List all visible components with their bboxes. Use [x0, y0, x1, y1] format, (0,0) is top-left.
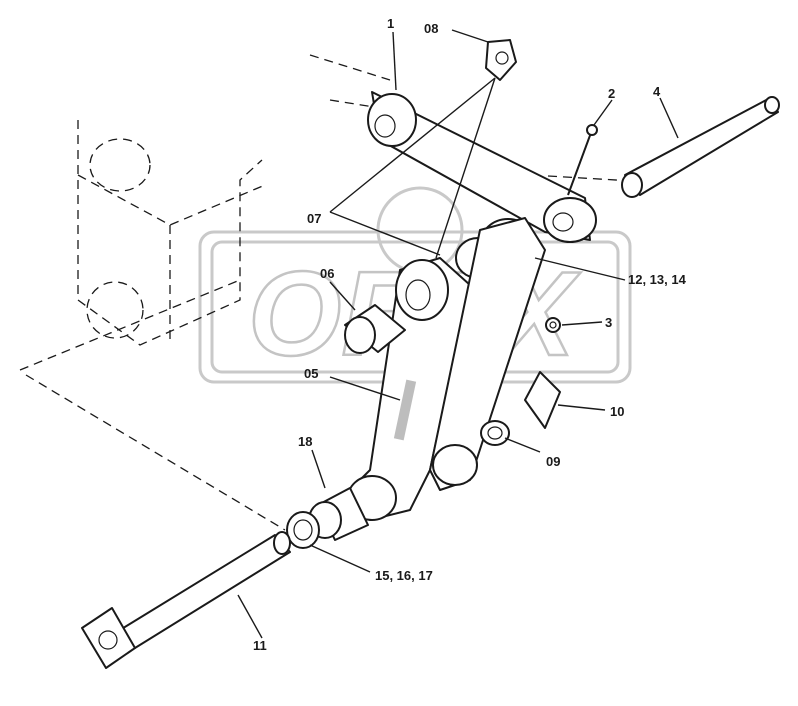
callout-4: 4 — [653, 84, 661, 99]
callout-3: 3 — [605, 315, 612, 330]
callout-07: 07 — [307, 211, 321, 226]
upper-link — [367, 91, 597, 243]
callout-18: 18 — [298, 434, 312, 449]
lever-arm — [347, 217, 546, 521]
shaft-4 — [621, 96, 780, 198]
callout-15-16-17: 15, 16, 17 — [375, 568, 433, 583]
callout-2: 2 — [608, 86, 615, 101]
callout-06: 06 — [320, 266, 334, 281]
callout-labels: 1 08 2 4 07 06 12, 13, 14 3 05 10 18 09 … — [253, 16, 687, 653]
callout-11: 11 — [253, 638, 267, 653]
leader-lines — [237, 29, 679, 639]
pin-2 — [567, 124, 598, 196]
callout-08: 08 — [424, 21, 438, 36]
bushing-06 — [344, 304, 406, 354]
washer-set — [286, 511, 320, 549]
callout-10: 10 — [610, 404, 624, 419]
pad-10 — [524, 371, 561, 429]
ghost-bracket — [19, 54, 651, 531]
nut-3 — [545, 317, 561, 333]
callout-12-13-14: 12, 13, 14 — [628, 272, 687, 287]
callout-05: 05 — [304, 366, 318, 381]
washer-09 — [480, 420, 510, 446]
grease-fitting-08 — [485, 39, 517, 81]
shaft-11 — [81, 531, 291, 669]
callout-1: 1 — [387, 16, 394, 31]
callout-09: 09 — [546, 454, 560, 469]
